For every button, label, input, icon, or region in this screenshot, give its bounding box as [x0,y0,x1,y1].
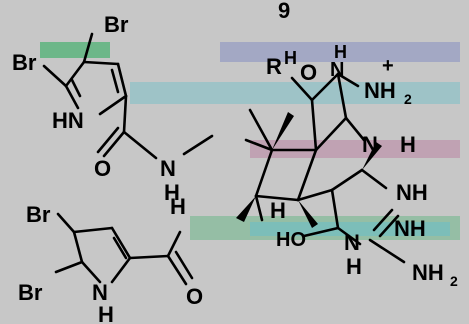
bond [80,260,102,284]
stereo-wedge [362,142,382,170]
bond [128,254,170,260]
bond [330,168,364,192]
artifact-bands [40,42,460,240]
guanidine-bottom [302,168,406,264]
atom-h: H [270,198,286,223]
bond [70,78,82,98]
atom-br: Br [12,50,37,75]
bond [290,76,314,102]
compound-number: 9 [278,0,290,23]
bond [344,116,366,142]
charge-plus: + [382,55,394,77]
bond [166,254,188,286]
bond [244,138,274,152]
bond [296,148,318,202]
bond [122,130,158,160]
bond [330,188,340,230]
atom-n: N [92,280,108,305]
atom-h: H [170,194,186,219]
artifact-band [40,42,110,58]
subscript-2: 2 [404,91,412,107]
bond [378,214,400,238]
bond [110,226,132,260]
atom-h: H [98,302,114,324]
bond [254,194,300,202]
stereo-wedge [272,112,294,150]
bond [64,84,80,110]
bond [110,256,132,284]
bond [122,94,128,134]
bond [102,130,126,158]
bond [110,68,120,94]
bond [314,116,348,152]
atom-n: N [160,156,176,181]
bond [254,194,264,222]
atom-h: H [400,132,416,157]
atom-o: O [300,60,317,85]
atom-br: Br [104,12,129,37]
artifact-band [250,222,450,236]
bond [174,250,194,280]
atom-br: Br [18,280,43,305]
bond [310,98,318,152]
bond [248,108,274,152]
bond [54,260,84,274]
bond [116,62,128,98]
bond [98,94,128,116]
atom-r: R [266,54,282,79]
artifact-band [130,82,460,104]
bond [112,236,128,260]
atom-h: H [346,254,362,279]
bond [82,32,94,64]
bond [336,72,348,120]
pyrrole-ring-bottom [54,212,194,286]
atom-nh2: NH [364,78,396,103]
subscript-2: 2 [450,273,458,289]
stereo-wedge [236,196,256,222]
artifact-band [220,42,460,62]
bond [82,60,120,66]
pyrrole-ring-top [42,32,214,160]
bond [372,208,394,232]
bond [296,188,334,202]
artifact-band [190,216,460,240]
bond [182,134,214,156]
bond [302,226,340,238]
stereo-wedge [298,200,318,228]
artifact-band [250,140,460,158]
bond [310,72,340,102]
bond [368,238,406,264]
bond [336,72,360,88]
bond [254,148,274,198]
bond [64,60,86,88]
atom-h: H [334,42,347,62]
atom-h: H [164,180,180,205]
bond [360,168,388,190]
bond [56,212,76,234]
bond [166,230,182,258]
bond [96,126,120,154]
atom-o: O [186,284,203,309]
atom-nh: HN [52,108,84,133]
cyclopentane-core [244,108,334,222]
atom-nh: NH [394,216,426,241]
atom-ho: HO [276,229,306,251]
bond [72,230,84,264]
bond [72,226,114,234]
bond [336,226,362,246]
atom-br: Br [26,202,51,227]
atom-n: N [344,230,360,255]
guanidine-top [290,72,366,152]
atom-nh2: NH [412,260,444,285]
atom-o: O [94,156,111,181]
atom-h: H [284,48,297,68]
atom-n: N [362,132,378,157]
atom-nh: NH [396,180,428,205]
atom-n: N [330,59,344,81]
bond [42,64,68,88]
